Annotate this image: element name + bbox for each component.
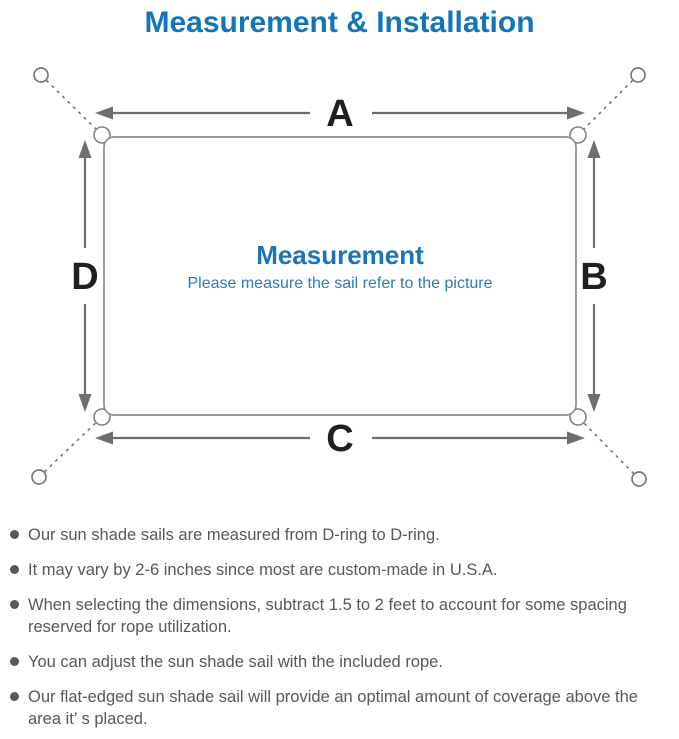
arrowhead-left-icon (95, 106, 113, 120)
tether-line-top-left (40, 74, 104, 137)
measurement-diagram-svg: A C D (31, 67, 647, 487)
corner-drings (93, 126, 587, 426)
list-item: Our flat-edged sun shade sail will provi… (0, 686, 679, 730)
dimension-label-c: C (326, 418, 353, 460)
note-text: You can adjust the sun shade sail with t… (28, 653, 443, 671)
note-text: It may vary by 2-6 inches since most are… (28, 561, 498, 579)
bullet-dot-icon (10, 657, 19, 666)
sail-outline (103, 136, 577, 416)
dring-icon-bottom-right (569, 408, 587, 426)
bullet-dot-icon (10, 530, 19, 539)
anchor-ring-icon-bottom-left (31, 469, 47, 485)
tether-line-top-right (576, 74, 639, 137)
note-text: When selecting the dimensions, subtract … (28, 596, 627, 636)
anchor-ring-icon-bottom-right (631, 471, 647, 487)
arrowhead-up-icon (587, 140, 601, 158)
dring-icon-top-left (93, 126, 111, 144)
page-title: Measurement & Installation (144, 6, 535, 39)
dring-icon-bottom-left (93, 408, 111, 426)
dimension-c: C (95, 418, 585, 460)
anchor-ring-icon-top-right (630, 67, 646, 83)
list-item: When selecting the dimensions, subtract … (0, 594, 679, 638)
dimension-label-b: B (580, 256, 607, 298)
bullet-dot-icon (10, 600, 19, 609)
dimension-label-a: A (326, 93, 353, 135)
bullet-dot-icon (10, 565, 19, 574)
dimension-b: B (580, 140, 608, 412)
measurement-diagram: A C D (0, 50, 679, 502)
notes-list: Our sun shade sails are measured from D-… (0, 524, 679, 730)
anchor-ring-icon-top-left (33, 67, 49, 83)
arrowhead-down-icon (78, 394, 92, 412)
dimension-a: A (95, 93, 585, 135)
anchor-rings (31, 67, 647, 487)
arrowhead-left-icon (95, 431, 113, 445)
tether-line-bottom-right (576, 415, 640, 480)
diagram-center-subheading: Please measure the sail refer to the pic… (187, 275, 492, 292)
arrowhead-up-icon (78, 140, 92, 158)
list-item: It may vary by 2-6 inches since most are… (0, 559, 679, 581)
arrowhead-down-icon (587, 394, 601, 412)
bullet-dot-icon (10, 692, 19, 701)
diagram-center-heading: Measurement (256, 240, 424, 270)
note-text: Our sun shade sails are measured from D-… (28, 526, 440, 544)
list-item: You can adjust the sun shade sail with t… (0, 651, 679, 673)
dimension-d: D (71, 140, 99, 412)
dring-icon-top-right (569, 126, 587, 144)
tether-line-bottom-left (38, 415, 104, 478)
list-item: Our sun shade sails are measured from D-… (0, 524, 679, 546)
arrowhead-right-icon (567, 431, 585, 445)
arrowhead-right-icon (567, 106, 585, 120)
note-text: Our flat-edged sun shade sail will provi… (28, 688, 638, 728)
dimension-label-d: D (71, 256, 98, 298)
